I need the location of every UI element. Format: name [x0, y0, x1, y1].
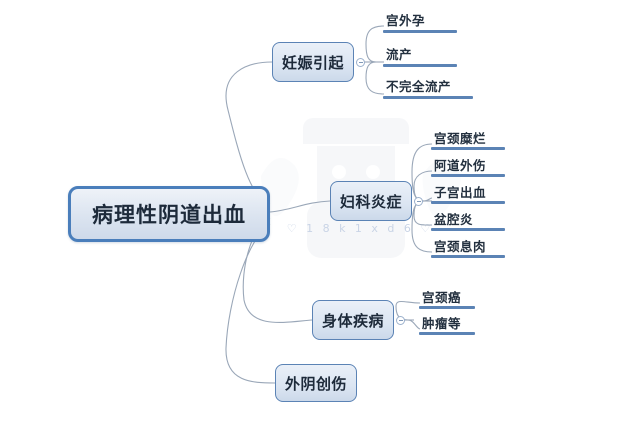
- link-pregnancy-c1: [365, 25, 385, 63]
- branch-label-gyn-inflammation: 妇科炎症: [339, 192, 402, 211]
- leaf-node[interactable]: 肿瘤等: [420, 313, 490, 331]
- leaf-node[interactable]: 宫颈息肉: [432, 236, 512, 254]
- leaf-underline: [419, 332, 475, 335]
- link-root-vulvar: [225, 223, 276, 384]
- leaf-node[interactable]: 不完全流产: [384, 76, 480, 94]
- link-pregnancy-c3: [365, 61, 385, 95]
- leaf-underline: [431, 255, 505, 258]
- leaf-underline: [431, 228, 505, 231]
- leaf-node[interactable]: 宫外孕: [384, 10, 464, 28]
- branch-label-pregnancy: 妊娠引起: [281, 53, 344, 72]
- leaf-underline: [383, 64, 457, 67]
- leaf-node[interactable]: 子宫出血: [432, 182, 512, 200]
- leaf-node[interactable]: 宫颈糜烂: [432, 128, 512, 146]
- root-node-label: 病理性阴道出血: [92, 203, 246, 227]
- leaf-label: 宫颈息肉: [434, 239, 487, 254]
- leaf-node[interactable]: 盆腔炎: [432, 209, 512, 227]
- leaf-label: 宫外孕: [386, 13, 426, 28]
- branch-label-body-disease: 身体疾病: [321, 311, 384, 330]
- branch-node-gyn-inflammation[interactable]: 妇科炎症: [330, 181, 412, 221]
- leaf-node[interactable]: 宫颈癌: [420, 287, 490, 305]
- link-gyn-c5: [411, 200, 433, 253]
- leaf-label: 肿瘤等: [422, 316, 462, 331]
- leaf-underline: [383, 30, 457, 33]
- branch-node-pregnancy[interactable]: 妊娠引起: [272, 42, 354, 82]
- link-body-c2: [407, 319, 421, 330]
- branch-node-body-disease[interactable]: 身体疾病: [312, 300, 394, 340]
- leaf-label: 宫颈癌: [422, 290, 462, 305]
- leaf-underline: [419, 306, 475, 309]
- leaf-label: 宫颈糜烂: [434, 131, 487, 146]
- leaf-label: 流产: [386, 47, 413, 62]
- leaf-underline: [431, 174, 505, 177]
- leaf-underline: [383, 96, 473, 99]
- leaf-underline: [431, 201, 505, 204]
- leaf-node[interactable]: 阿道外伤: [432, 155, 512, 173]
- branch-label-vulvar-trauma: 外阴创伤: [284, 374, 347, 393]
- leaf-node[interactable]: 流产: [384, 44, 464, 62]
- leaf-underline: [431, 147, 505, 150]
- collapse-toggle-body-disease[interactable]: [396, 316, 405, 325]
- leaf-label: 阿道外伤: [434, 158, 487, 173]
- link-root-gyn: [269, 200, 331, 213]
- leaf-label: 盆腔炎: [434, 212, 474, 227]
- leaf-label: 子宫出血: [434, 185, 487, 200]
- link-root-pregnancy: [225, 61, 273, 205]
- root-node[interactable]: 病理性阴道出血: [68, 186, 270, 242]
- collapse-toggle-pregnancy[interactable]: [356, 58, 365, 67]
- collapse-toggle-gyn-inflammation[interactable]: [414, 197, 423, 206]
- branch-node-vulvar-trauma[interactable]: 外阴创伤: [275, 364, 357, 402]
- link-gyn-c1: [411, 143, 433, 202]
- leaf-label: 不完全流产: [386, 79, 452, 94]
